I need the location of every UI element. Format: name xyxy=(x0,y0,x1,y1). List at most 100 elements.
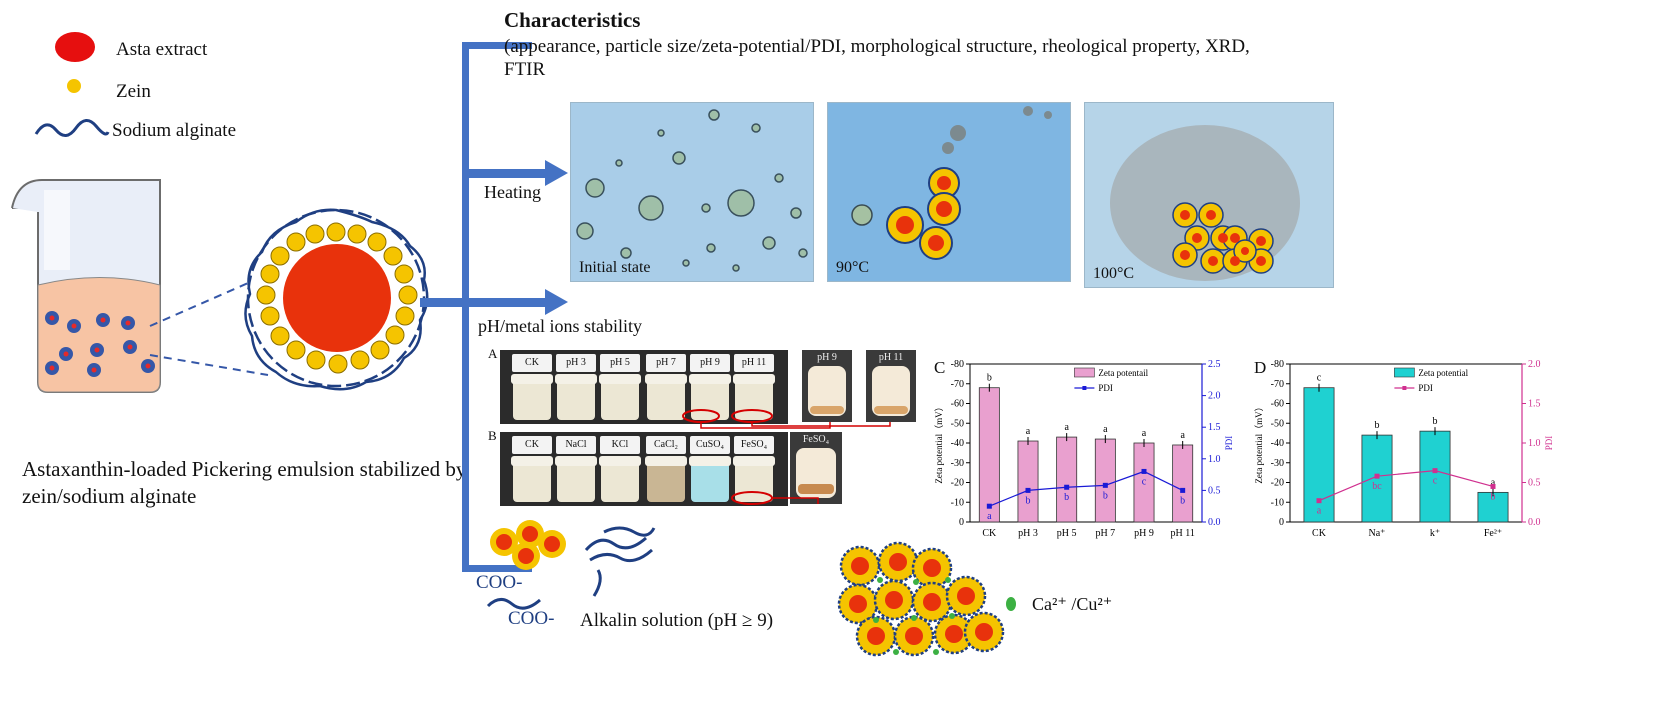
y-tick-label: -70 xyxy=(1271,379,1284,390)
vial xyxy=(645,374,687,420)
branch-ph-metal-label: pH/metal ions stability xyxy=(478,316,642,336)
coo-label-2: COO- xyxy=(508,608,555,629)
pdi-point xyxy=(1432,468,1438,474)
pdi-point xyxy=(1141,468,1147,474)
y-tick-label: -60 xyxy=(1271,399,1284,410)
y-right-axis-label: PDI xyxy=(1224,436,1234,451)
y-axis-label: Zeta potential（mV） xyxy=(934,402,944,483)
zeta-significance-letter: a xyxy=(1026,426,1031,437)
pdi-line xyxy=(989,470,1183,507)
pdi-significance-letter: c xyxy=(1433,476,1438,487)
zoom-label: pH 11 xyxy=(878,352,904,363)
pdi-point xyxy=(1102,482,1108,488)
zeta-significance-letter: c xyxy=(1317,373,1322,384)
zeta-bar xyxy=(1017,440,1039,523)
pdi-significance-letter: b xyxy=(1491,491,1496,502)
micrograph-90c-image xyxy=(851,106,1052,260)
micrograph-initial: Initial state xyxy=(570,102,814,282)
emulsion-caption: Astaxanthin-loaded Pickering emulsion st… xyxy=(22,457,467,508)
y-right-tick-label: 1.0 xyxy=(1528,438,1541,449)
zeta-significance-letter: b xyxy=(987,373,992,384)
chart-d-letter: D xyxy=(1254,358,1267,377)
pdi-point xyxy=(1490,483,1496,489)
y-right-axis-label: PDI xyxy=(1544,436,1554,451)
y-tick-label: -20 xyxy=(1271,478,1284,489)
pdi-significance-letter: b xyxy=(1103,490,1108,501)
x-tick-label: CK xyxy=(1312,528,1327,539)
zeta-bar xyxy=(1172,444,1194,523)
chart-c: 0-10-20-30-40-50-60-70-800.00.51.01.52.0… xyxy=(934,359,1234,539)
pdi-significance-letter: a xyxy=(1317,506,1322,517)
y-right-tick-label: 2.0 xyxy=(1208,391,1221,402)
y-right-tick-label: 2.5 xyxy=(1208,359,1221,370)
legend-zeta-swatch xyxy=(1074,367,1095,378)
zeta-significance-letter: a xyxy=(1064,422,1069,433)
micrograph-initial-image xyxy=(576,109,808,272)
zeta-bar xyxy=(1419,430,1451,523)
aggregated-droplets-icon xyxy=(490,520,566,570)
yellow-dot-icon xyxy=(67,79,81,93)
micrograph-initial-label: Initial state xyxy=(579,259,651,276)
x-tick-label: pH 9 xyxy=(1134,528,1154,539)
y-tick-label: -80 xyxy=(951,359,964,370)
vial xyxy=(733,374,775,420)
ion-bridge-dot xyxy=(933,649,939,655)
pdi-point xyxy=(986,503,992,509)
micrograph-100c-label: 100°C xyxy=(1093,265,1135,282)
vial-label: pH 3 xyxy=(556,354,596,372)
x-tick-label: CK xyxy=(982,528,997,539)
micrograph-100c: 100°C xyxy=(1084,102,1334,288)
y-right-tick-label: 0.0 xyxy=(1208,517,1221,528)
ion-bridge-dot xyxy=(893,649,899,655)
legend-pdi-label: PDI xyxy=(1098,383,1113,393)
y-right-tick-label: 1.5 xyxy=(1208,422,1221,433)
vial xyxy=(599,456,641,502)
legend-zeta-label: Zeta potential xyxy=(1418,368,1468,378)
pdi-significance-letter: b xyxy=(1180,495,1185,506)
zeta-bar xyxy=(978,387,1000,523)
y-right-tick-label: 0.5 xyxy=(1208,485,1221,496)
legend-alginate-label: Sodium alginate xyxy=(112,120,237,141)
vial-label: pH 9 xyxy=(690,354,730,372)
ion-dot-icon xyxy=(1006,597,1016,611)
pdi-significance-letter: c xyxy=(1142,476,1147,487)
y-tick-label: 0 xyxy=(959,517,964,528)
cluster-core xyxy=(851,557,869,575)
cluster-core xyxy=(849,595,867,613)
zeta-significance-letter: a xyxy=(1180,430,1185,441)
branch-arrows xyxy=(420,42,568,572)
alginate-chain-small-icon xyxy=(486,598,541,610)
chart-c-letter: C xyxy=(934,358,946,377)
y-tick-label: -20 xyxy=(951,478,964,489)
x-tick-label: pH 5 xyxy=(1057,528,1077,539)
blue-wave-icon xyxy=(34,119,110,137)
legend-zeta-swatch xyxy=(1394,367,1415,378)
vial-label: FeSO₄ xyxy=(734,436,774,454)
pdi-point xyxy=(1064,484,1070,490)
zoom-label: pH 9 xyxy=(817,352,837,363)
vial xyxy=(555,374,597,420)
cluster-core xyxy=(905,627,923,645)
x-tick-label: pH 7 xyxy=(1095,528,1115,539)
zeta-bar xyxy=(1056,436,1078,523)
x-tick-label: k⁺ xyxy=(1430,528,1440,539)
zeta-significance-letter: a xyxy=(1103,424,1108,435)
ion-bridge-dot xyxy=(913,579,919,585)
vial-label: CK xyxy=(512,354,552,372)
panel-a-letter: A xyxy=(488,346,498,361)
ion-bridge-dot xyxy=(873,617,879,623)
micrograph-90c-label: 90°C xyxy=(836,259,870,276)
characteristics-title: Characteristics xyxy=(504,8,641,32)
legend-zeta-label: Zeta potentail xyxy=(1098,368,1148,378)
cluster-core xyxy=(957,587,975,605)
y-right-tick-label: 0.5 xyxy=(1528,478,1541,489)
beaker-diagram xyxy=(11,179,429,393)
panel-b-zoom-feso4: FeSO₄ xyxy=(790,432,842,504)
x-tick-label: Fe²⁺ xyxy=(1484,528,1502,539)
pdi-point xyxy=(1025,487,1031,493)
red-ellipse-icon xyxy=(55,32,95,62)
pdi-point xyxy=(1180,487,1186,493)
vial xyxy=(733,456,775,502)
pdi-significance-letter: b xyxy=(1026,495,1031,506)
pdi-significance-letter: b xyxy=(1064,492,1069,503)
